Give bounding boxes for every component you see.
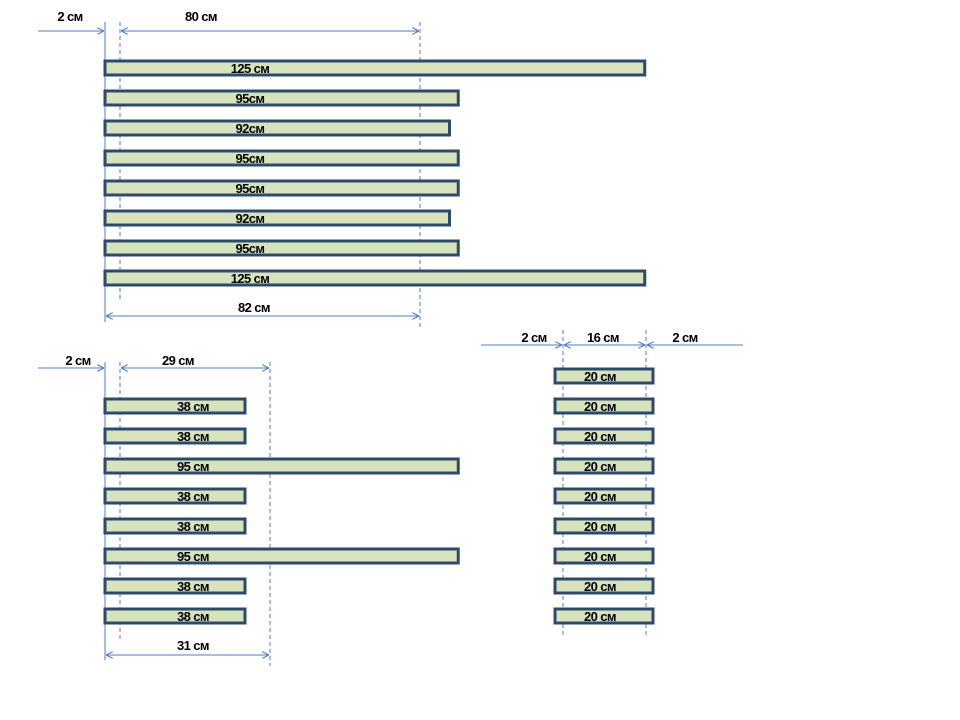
top-plank-label-5: 95см (236, 181, 265, 196)
top-planks: 125 см 95см 92см 95см 95см 92см 95см 125 см (103, 59, 647, 287)
br-plank-label-9: 20 см (584, 609, 616, 624)
bl-plank-8 (103, 607, 247, 625)
br-plank-3 (553, 427, 655, 445)
bl-plank-label-7: 38 см (177, 579, 209, 594)
top-plank-label-6: 92см (236, 211, 265, 226)
top-plank-label-2: 95см (236, 91, 265, 106)
br-dim-16cm-label: 16 см (587, 330, 619, 345)
top-plank-label-7: 95см (236, 241, 265, 256)
bl-plank-label-6: 95 см (177, 549, 209, 564)
bottom-right-planks: 20 см 20 см 20 см 20 см 20 см 20 см 20 см 20 см… (553, 367, 655, 625)
br-plank-1 (553, 367, 655, 385)
top-dim-82cm-label: 82 см (238, 300, 270, 315)
br-plank-9 (553, 607, 655, 625)
bl-plank-label-8: 38 см (177, 609, 209, 624)
br-plank-label-5: 20 см (584, 489, 616, 504)
br-plank-label-3: 20 см (584, 429, 616, 444)
bl-plank-2 (103, 427, 247, 445)
top-plank-4 (103, 149, 460, 167)
bl-plank-1 (103, 397, 247, 415)
bl-plank-5 (103, 517, 247, 535)
bl-dim-31cm-label: 31 см (177, 638, 209, 653)
top-plank-label-3: 92см (236, 121, 265, 136)
top-group: 2 см 80 см 82 см 125 см 95см 92см 95см 95см 9… (38, 9, 647, 330)
bl-plank-label-1: 38 см (177, 399, 209, 414)
top-plank-label-1: 125 см (231, 61, 270, 76)
br-plank-2 (553, 397, 655, 415)
bl-dim-2cm-label: 2 см (65, 353, 90, 368)
bl-plank-label-2: 38 см (177, 429, 209, 444)
top-plank-label-4: 95см (236, 151, 265, 166)
top-plank-2 (103, 89, 460, 107)
br-plank-8 (553, 577, 655, 595)
top-plank-label-8: 125 см (231, 271, 270, 286)
bl-plank-label-4: 38 см (177, 489, 209, 504)
br-plank-label-7: 20 см (584, 549, 616, 564)
br-dim-2cm-left-label: 2 см (521, 330, 546, 345)
br-plank-6 (553, 517, 655, 535)
br-dim-2cm-right-label: 2 см (672, 330, 697, 345)
br-plank-5 (553, 487, 655, 505)
top-plank-7 (103, 239, 460, 257)
top-plank-6 (103, 209, 451, 227)
bl-plank-4 (103, 487, 247, 505)
bl-dim-29cm-label: 29 см (162, 353, 194, 368)
top-plank-1 (103, 59, 647, 77)
top-plank-5 (103, 179, 460, 197)
top-plank-8 (103, 269, 647, 287)
top-dim-80cm-label: 80 см (185, 9, 217, 24)
bl-plank-label-5: 38 см (177, 519, 209, 534)
bl-plank-6 (103, 547, 460, 565)
br-plank-label-6: 20 см (584, 519, 616, 534)
top-dim-2cm-label: 2 см (57, 9, 82, 24)
br-plank-4 (553, 457, 655, 475)
br-plank-7 (553, 547, 655, 565)
top-plank-3 (103, 119, 451, 137)
bl-plank-7 (103, 577, 247, 595)
br-plank-label-8: 20 см (584, 579, 616, 594)
br-plank-label-4: 20 см (584, 459, 616, 474)
bl-plank-label-3: 95 см (177, 459, 209, 474)
br-plank-label-2: 20 см (584, 399, 616, 414)
bl-plank-3 (103, 457, 460, 475)
bottom-left-planks: 38 см 38 см 95 см 38 см 38 см 95 см 38 см 38 см (103, 397, 460, 625)
br-plank-label-1: 20 см (584, 369, 616, 384)
